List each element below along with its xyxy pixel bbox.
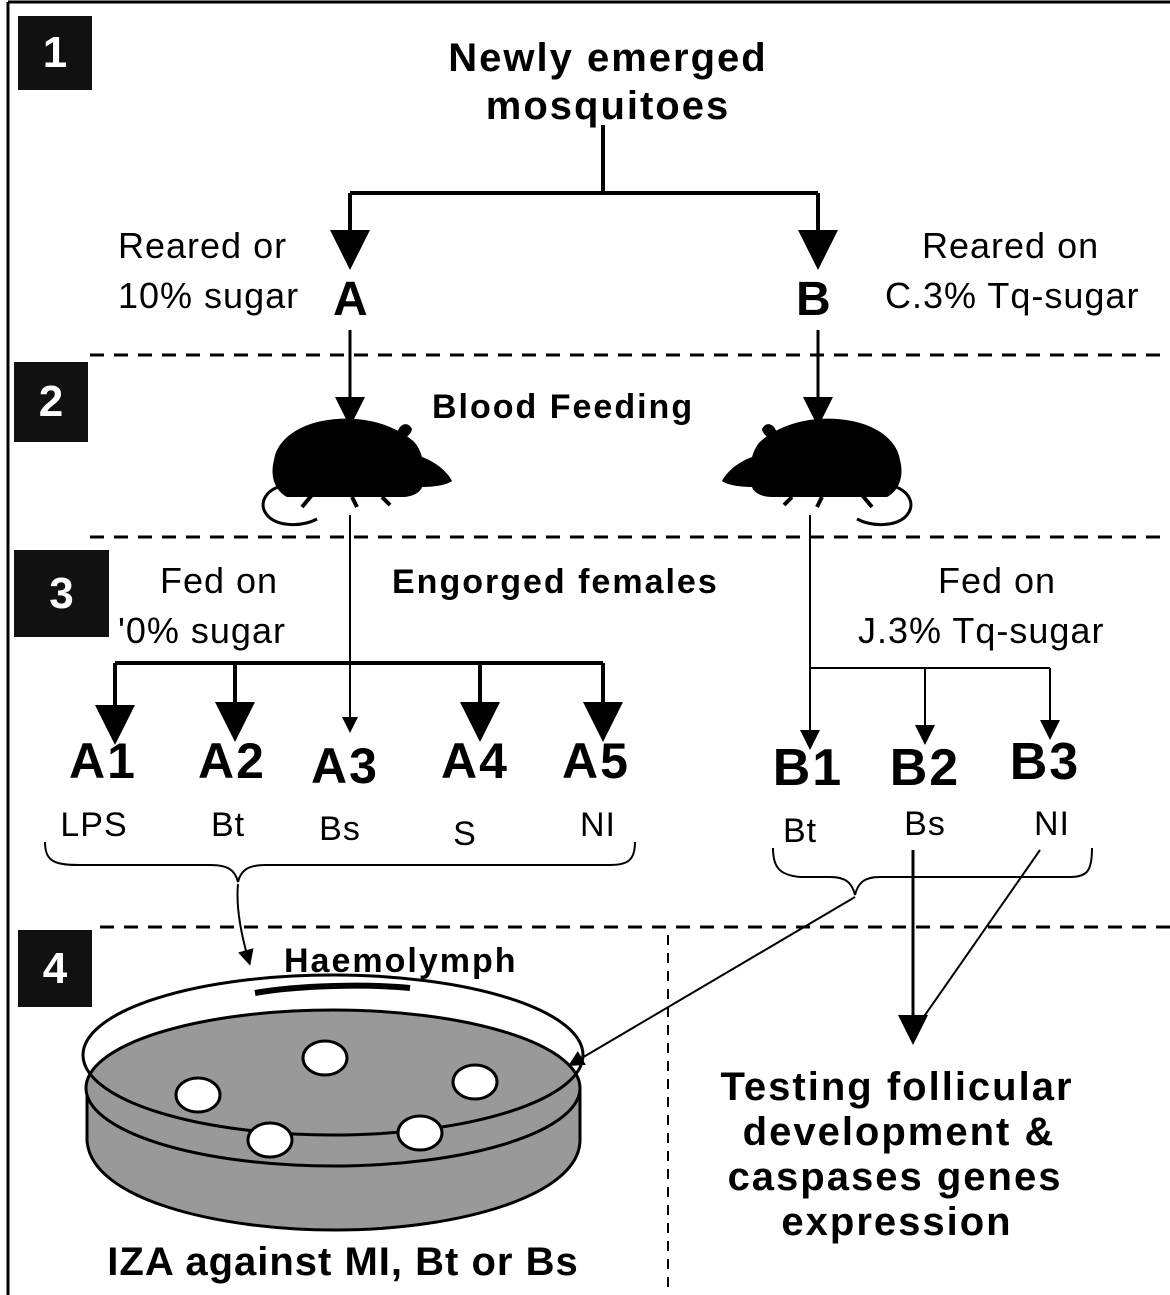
- fed-a-line2: '0% sugar: [118, 610, 286, 651]
- testing-line4: expression: [781, 1200, 1013, 1244]
- brace-a: [44, 841, 636, 883]
- step-2-badge: 2: [14, 362, 88, 442]
- subgroup-b3-treatment: NI: [1034, 805, 1070, 843]
- branch-a-arrows: [95, 515, 623, 745]
- rat-icon: [261, 416, 454, 527]
- step-1-badge: 1: [18, 16, 92, 90]
- start-line1: Newly emerged: [448, 36, 768, 80]
- subgroup-a2-treatment: Bt: [210, 806, 246, 844]
- iza-label: IZA against MI, Bt or Bs: [107, 1240, 579, 1284]
- step-3-badge: 3: [14, 550, 109, 637]
- subgroup-b1-treatment: Bt: [782, 812, 818, 850]
- subgroup-a4-treatment: S: [453, 815, 477, 853]
- subgroup-b2-treatment: Bs: [904, 805, 946, 843]
- subgroup-a1-id: A1: [69, 733, 137, 789]
- petri-dish-icon: [81, 973, 585, 1232]
- stage-separators: [90, 353, 1170, 929]
- branch-b-arrows: [800, 515, 1060, 750]
- subgroup-a1-treatment: LPS: [60, 806, 128, 844]
- subgroup-a4-id: A4: [441, 733, 509, 789]
- testing-line3: caspases genes: [727, 1155, 1063, 1199]
- rat-icon: [720, 416, 913, 527]
- subgroup-b3-id: B3: [1009, 733, 1081, 791]
- testing-line1: Testing follicular: [720, 1065, 1074, 1109]
- brace-b: [772, 847, 1093, 896]
- subgroup-a5-treatment: NI: [580, 806, 616, 844]
- subgroup-b2-id: B2: [889, 739, 961, 797]
- haemolymph-arrows: [236, 849, 1041, 1067]
- haemolymph-label: Haemolymph: [284, 942, 518, 980]
- group-a-label: A: [333, 273, 370, 326]
- fed-b-line2: J.3% Tq-sugar: [858, 610, 1105, 651]
- split-arrows: [330, 125, 838, 270]
- group-b-label: B: [796, 273, 833, 326]
- blood-feeding-label: Blood Feeding: [432, 388, 695, 426]
- feeding-arrows: [335, 330, 833, 427]
- start-line2: mosquitoes: [485, 84, 731, 128]
- group-b-note-line2: C.3% Tq-sugar: [885, 275, 1140, 316]
- testing-line2: development &: [742, 1110, 1056, 1154]
- group-a-note-line1: Reared or: [118, 225, 288, 266]
- subgroup-a3-id: A3: [311, 738, 379, 794]
- subgroup-a5-id: A5: [562, 733, 630, 789]
- fed-b-line1: Fed on: [938, 560, 1057, 601]
- subgroup-b1-id: B1: [772, 739, 844, 797]
- group-b-note-line1: Reared on: [922, 225, 1100, 266]
- fed-a-line1: Fed on: [160, 560, 279, 601]
- engorged-label: Engorged females: [392, 563, 719, 601]
- subgroup-a2-id: A2: [198, 733, 266, 789]
- step-4-badge: 4: [18, 930, 92, 1007]
- subgroup-a3-treatment: Bs: [319, 810, 361, 848]
- group-a-note-line2: 10% sugar: [118, 275, 300, 316]
